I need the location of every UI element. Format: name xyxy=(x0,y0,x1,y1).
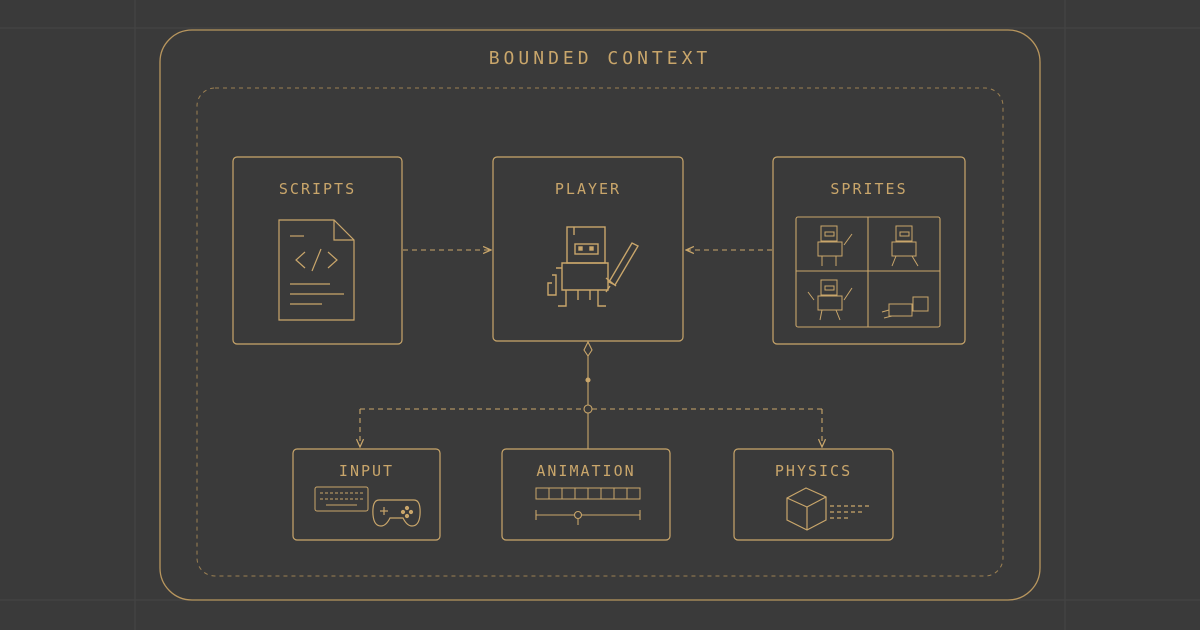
sprite-frame-fallen xyxy=(881,296,929,319)
code-file-icon xyxy=(278,219,355,321)
sprite-sheet-grid xyxy=(795,216,941,328)
sprite-frame-walk xyxy=(891,225,919,267)
sprites-box xyxy=(772,156,966,345)
physics-label: PHYSICS xyxy=(774,462,853,480)
sprites-label: SPRITES xyxy=(830,180,908,198)
timeline-frames-icon xyxy=(535,487,641,500)
input-label: INPUT xyxy=(338,462,395,480)
keyboard-icon xyxy=(314,486,369,512)
gamepad-icon xyxy=(372,499,421,527)
player-to-subsystems-connector xyxy=(360,340,822,449)
animation-label: ANIMATION xyxy=(536,462,636,480)
bounded-context-frame xyxy=(159,29,1041,601)
bounded-context-title: BOUNDED CONTEXT xyxy=(488,48,712,69)
timeline-scrubber-icon xyxy=(535,510,641,525)
physics-box xyxy=(733,448,894,541)
input-box xyxy=(292,448,441,541)
scripts-label: SCRIPTS xyxy=(278,180,357,198)
sprite-frame-idle xyxy=(817,225,853,266)
animation-box xyxy=(501,448,671,541)
cube-icon xyxy=(786,487,872,531)
knight-pixel-icon xyxy=(547,226,639,307)
sprite-frame-attack xyxy=(807,279,853,321)
scripts-box xyxy=(232,156,403,345)
player-label: PLAYER xyxy=(554,180,622,198)
inner-dashed-frame xyxy=(196,87,1004,577)
